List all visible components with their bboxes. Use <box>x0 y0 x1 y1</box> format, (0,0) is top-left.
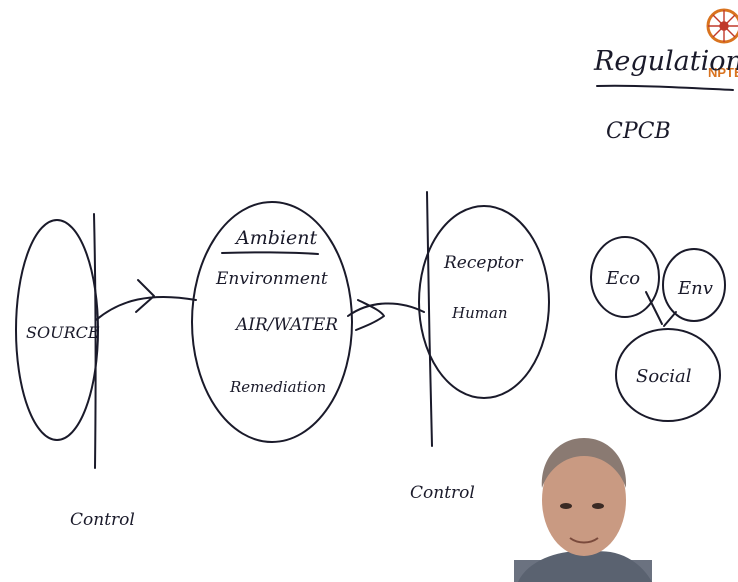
nptel-logo: NPTEL <box>706 8 738 80</box>
ambient-sub: Environment <box>215 269 328 289</box>
agency-cpcb: CPCB <box>606 119 671 144</box>
ambient-media: AIR/WATER <box>234 315 338 335</box>
pillar-connector <box>645 291 677 327</box>
control-label-left: Control <box>70 510 135 530</box>
receptor-title: Receptor <box>443 253 523 273</box>
arrow-head-1 <box>135 279 155 313</box>
arrow-ambient-to-receptor <box>347 302 425 317</box>
source-label: SOURCE <box>26 323 100 342</box>
nptel-wheel-icon <box>706 8 738 44</box>
social-label: Social <box>636 366 692 387</box>
control-label-right: Control <box>410 483 475 503</box>
ambient-ellipse <box>191 201 353 443</box>
ambient-title: Ambient <box>234 227 317 249</box>
ambient-underline <box>221 251 319 255</box>
eco-circle <box>590 236 660 318</box>
env-circle <box>662 248 726 322</box>
ambient-action: Remediation <box>229 378 326 396</box>
arrow-source-to-ambient <box>95 295 197 321</box>
heading-regulation: Regulation <box>593 46 738 77</box>
left-control-line <box>93 213 97 469</box>
presenter-photo <box>514 438 652 582</box>
heading-underline <box>596 84 734 91</box>
receptor-sub: Human <box>451 304 508 322</box>
nptel-logo-text: NPTEL <box>708 65 738 80</box>
source-ellipse <box>15 219 99 441</box>
eco-label: Eco <box>605 268 640 289</box>
arrow-head-2 <box>355 299 385 331</box>
right-control-line <box>426 191 433 447</box>
env-label: Env <box>677 278 713 299</box>
receptor-ellipse <box>418 205 550 399</box>
social-circle <box>615 328 721 422</box>
